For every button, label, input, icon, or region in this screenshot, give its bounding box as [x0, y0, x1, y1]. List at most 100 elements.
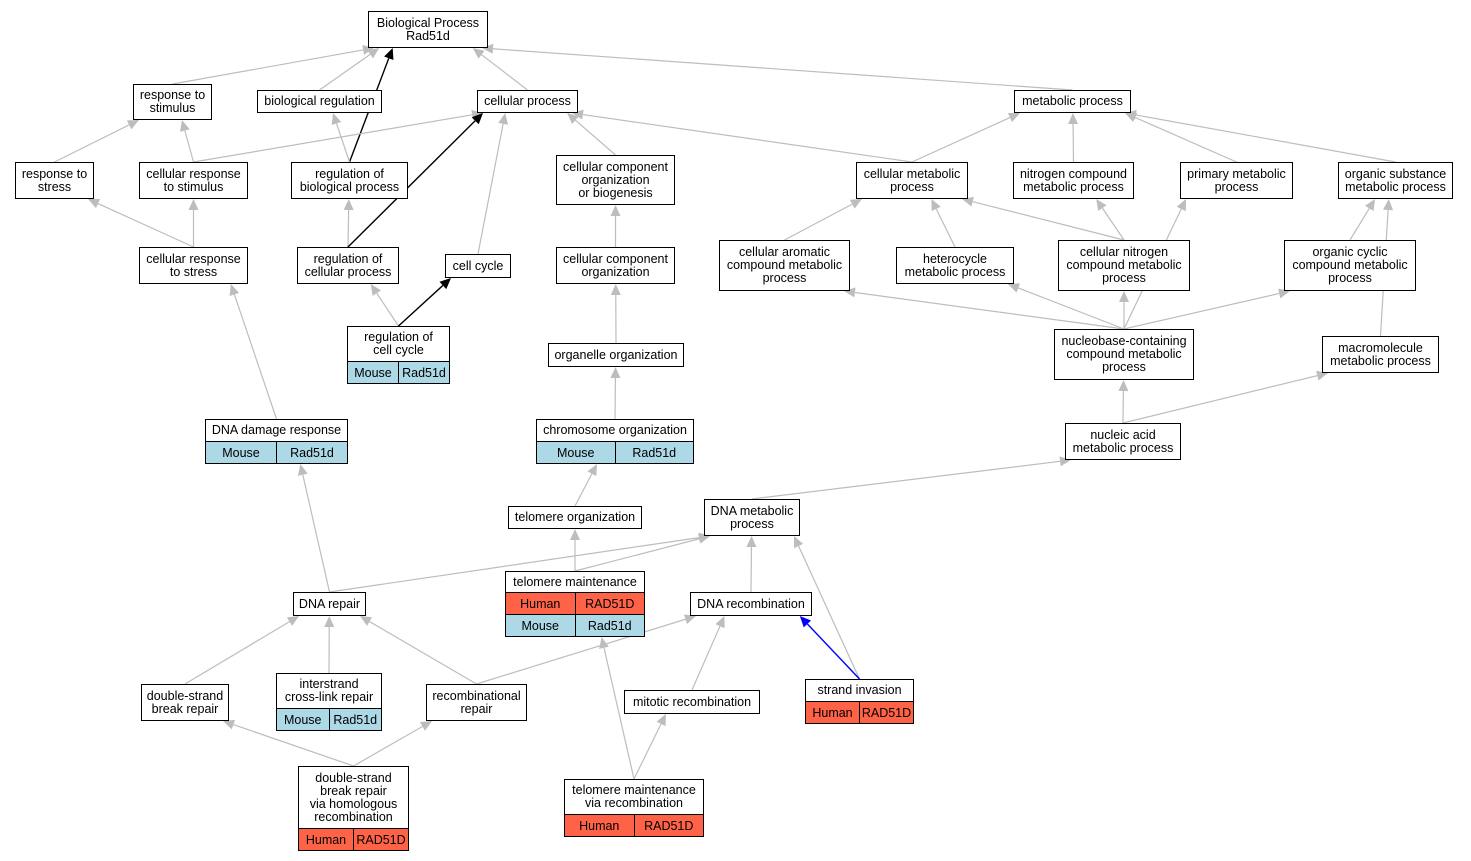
- node-dna-metabolic-process[interactable]: DNA metabolic process: [704, 499, 800, 536]
- edge-recombinational_repair-to-dna_repair: [369, 621, 477, 685]
- node-macromolecule-metabolic-process[interactable]: macromolecule metabolic process: [1322, 336, 1439, 373]
- arrowhead: [570, 529, 580, 540]
- node-organelle-organization[interactable]: organelle organization: [548, 343, 684, 367]
- edge-mitotic_recombination-to-dna_recombination: [691, 625, 721, 691]
- node-label: cellular nitrogen compound metabolic pro…: [1066, 245, 1182, 285]
- edge-dna_damage_response-to-cellular_response_to_stress: [233, 294, 278, 420]
- edge-regulation_of_cellular_process-to-cellular_process: [347, 120, 476, 248]
- node-biological-process[interactable]: Biological Process Rad51d: [368, 11, 488, 48]
- node-label: nucleobase-containing compound metabolic…: [1061, 334, 1187, 374]
- edge-layer: [54, 43, 1396, 780]
- node-cellular-response-to-stimulus[interactable]: cellular response to stimulus: [139, 162, 248, 199]
- arrowhead: [419, 721, 432, 731]
- arrowhead: [331, 113, 342, 126]
- edge-cell_cycle-to-cellular_process: [477, 123, 504, 255]
- arrowhead: [180, 120, 190, 132]
- node-cellular-component-organization[interactable]: cellular component organization: [556, 247, 675, 284]
- node-primary-metabolic-process[interactable]: primary metabolic process: [1180, 162, 1293, 199]
- node-biological-regulation[interactable]: biological regulation: [257, 90, 382, 113]
- node-heterocycle-metabolic-process[interactable]: heterocycle metabolic process: [896, 247, 1014, 284]
- node-recombinational-repair[interactable]: recombinational repair: [426, 684, 527, 721]
- species-badge: Mouse: [206, 442, 276, 463]
- node-label: regulation of cellular process: [304, 251, 392, 279]
- node-label: organelle organization: [554, 347, 678, 362]
- node-cellular-metabolic-process[interactable]: cellular metabolic process: [856, 162, 968, 199]
- node-cellular-aromatic-compound-metabolic-process[interactable]: cellular aromatic compound metabolic pro…: [719, 240, 850, 291]
- node-response-to-stress[interactable]: response to stress: [15, 162, 94, 199]
- edge-recombinational_repair-to-dna_recombination: [476, 618, 686, 685]
- node-label: DNA damage response: [211, 423, 342, 437]
- node-dna-repair[interactable]: DNA repair: [293, 592, 366, 616]
- node-label: double-strand break repair: [146, 688, 224, 716]
- node-nucleobase-containing-compound-metabolic-process[interactable]: nucleobase-containing compound metabolic…: [1054, 329, 1194, 380]
- node-metabolic-process[interactable]: metabolic process: [1014, 90, 1131, 113]
- node-mitotic-recombination[interactable]: mitotic recombination: [624, 690, 760, 714]
- node-nucleic-acid-metabolic-process[interactable]: nucleic acid metabolic process: [1065, 423, 1181, 460]
- node-label: interstrand cross-link repair: [284, 677, 374, 704]
- node-cellular-process[interactable]: cellular process: [477, 90, 578, 113]
- node-nitrogen-compound-metabolic-process[interactable]: nitrogen compound metabolic process: [1013, 162, 1134, 199]
- edge-cellular_process-to-bp: [481, 54, 528, 91]
- node-dna-recombination[interactable]: DNA recombination: [690, 592, 812, 616]
- arrowhead: [88, 199, 101, 209]
- edge-response_to_stimulus-to-bp: [172, 49, 364, 85]
- edge-dsb_repair_via_homologous_recombination-to-recombinational_repair: [353, 725, 423, 767]
- edge-nucleic_acid_metabolic_process-to-macromolecule_metabolic_process: [1122, 375, 1318, 424]
- node-organic-substance-metabolic-process[interactable]: organic substance metabolic process: [1338, 162, 1453, 199]
- arrowhead: [223, 719, 236, 730]
- node-double-strand-break-repair-via-homologous-recombination[interactable]: double-strand break repair via homologou…: [298, 766, 409, 851]
- node-label: organic substance metabolic process: [1344, 166, 1447, 194]
- node-regulation-of-biological-process[interactable]: regulation of biological process: [291, 162, 408, 199]
- arrowhead: [126, 120, 139, 130]
- arrowhead: [1119, 291, 1129, 302]
- edge-regulation_of_cell_cycle-to-regulation_of_cellular_process: [376, 292, 400, 327]
- edge-nucleobase_containing_compound_metabolic_process-to-organic_cyclic_compound_metabolic_process: [1123, 292, 1280, 330]
- gene-badge: Rad51d: [276, 442, 347, 463]
- edge-cellular_response_to_stimulus-to-response_to_stimulus: [184, 130, 195, 163]
- node-double-strand-break-repair[interactable]: double-strand break repair: [141, 684, 229, 721]
- edge-telomere_maintenance-to-dna_metabolic_process: [574, 538, 700, 572]
- node-organic-cyclic-compound-metabolic-process[interactable]: organic cyclic compound metabolic proces…: [1284, 240, 1416, 291]
- arrowhead: [188, 199, 199, 210]
- node-label: cellular component organization: [563, 251, 668, 279]
- edge-dna_metabolic_process-to-nucleic_acid_metabolic_process: [751, 460, 1061, 500]
- arrowhead: [746, 536, 757, 548]
- node-label: strand invasion: [817, 683, 902, 697]
- arrowhead: [1118, 380, 1129, 392]
- node-telomere-organization[interactable]: telomere organization: [508, 506, 642, 529]
- arrowhead: [962, 196, 974, 207]
- arrowhead: [286, 616, 299, 626]
- edge-organic_substance_metabolic_process-to-metabolic_process: [1135, 114, 1396, 163]
- node-label: cell cycle: [452, 258, 504, 273]
- node-response-to-stimulus[interactable]: response to stimulus: [133, 84, 212, 120]
- arrowhead: [360, 616, 373, 626]
- edge-response_to_stress-to-response_to_stimulus: [54, 124, 130, 163]
- edge-cellular_metabolic_process-to-cellular_process: [582, 113, 913, 163]
- node-cellular-response-to-stress[interactable]: cellular response to stress: [139, 247, 248, 284]
- node-cell-cycle[interactable]: cell cycle: [445, 254, 511, 278]
- node-label: regulation of cell cycle: [364, 330, 433, 357]
- edge-regulation_of_biological_process-to-biological_regulation: [335, 123, 351, 163]
- node-regulation-of-cellular-process[interactable]: regulation of cellular process: [297, 247, 399, 284]
- edge-cellular_component_org_biogenesis-to-cellular_process: [575, 119, 616, 156]
- edge-cellular_nitrogen_compound_metabolic_process-to-nitrogen_compound_metabolic_process: [1101, 207, 1125, 241]
- arrowhead: [684, 614, 696, 625]
- node-cellular-component-organization-or-biogenesis[interactable]: cellular component organization or bioge…: [556, 155, 675, 205]
- edge-dna_repair-to-dna_damage_response: [302, 474, 331, 593]
- node-cellular-nitrogen-compound-metabolic-process[interactable]: cellular nitrogen compound metabolic pro…: [1058, 240, 1190, 291]
- edge-telomere_organization-to-chromosome_organization: [574, 473, 593, 507]
